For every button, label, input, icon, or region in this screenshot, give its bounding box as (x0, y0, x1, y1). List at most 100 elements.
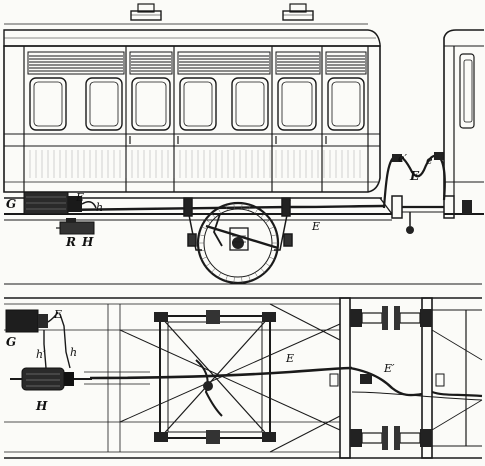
label-E-small-plan: E (53, 308, 62, 321)
label-G-side: G (6, 197, 16, 211)
label-h-prime-plan: h′ (36, 348, 46, 361)
label-E-small-side: E (75, 191, 84, 204)
label-h-side: h (96, 201, 103, 214)
wheel-rim-hatch (211, 268, 216, 273)
wheel-rim-hatch (225, 275, 228, 282)
window-frame (131, 77, 171, 131)
window-frame (85, 77, 123, 131)
window-glass (89, 81, 119, 127)
wheel-rim-hatch (241, 276, 243, 283)
buffer-housing (350, 429, 362, 447)
buffer-head (394, 306, 400, 330)
window-frame (231, 77, 269, 131)
label-e-side: e (426, 154, 433, 167)
wheel-rim-hatch (248, 204, 251, 211)
louvre-box (275, 51, 321, 75)
wheel-rim-hatch (211, 213, 216, 218)
carriage-roof (3, 23, 381, 47)
valve-group-RH (56, 218, 95, 235)
brake-pipe-E-plan (89, 366, 353, 380)
window-frame (277, 77, 317, 131)
wheel-rim-hatch (271, 234, 278, 237)
wheel-rim-hatch (241, 203, 243, 210)
label-R-side: R (65, 235, 76, 249)
window-frame (179, 77, 217, 131)
label-E-coupling-side: E (409, 169, 420, 183)
window-glass (331, 81, 361, 127)
cylinder-H (10, 367, 92, 391)
label-E-main-side: E (311, 220, 320, 233)
adjacent-frame-plan (431, 309, 483, 447)
wheel-rim-hatch (260, 213, 265, 218)
wheel-rim-hatch (248, 275, 251, 282)
reservoir-G-plan (5, 309, 71, 369)
louvre-panels (27, 51, 367, 75)
wheel-rim-hatch (198, 234, 205, 237)
window-glass (33, 81, 63, 127)
headstock-left (339, 297, 433, 459)
reservoir-G (23, 191, 97, 215)
wheel-rim-hatch (205, 262, 211, 267)
window-glass (135, 81, 167, 127)
wheel-rim-hatch (233, 276, 235, 283)
buffer-housing (350, 309, 362, 327)
wheel-rim-hatch (201, 256, 208, 260)
label-H-plan: H (35, 399, 48, 413)
label-e-prime-side: e′ (398, 152, 408, 165)
wheel-rim-hatch (217, 208, 222, 214)
louvre-box (129, 51, 173, 75)
label-H-side: H (81, 235, 94, 249)
label-E-main-plan: E (285, 352, 294, 365)
adjacent-carriage (443, 29, 484, 215)
window-frame (327, 77, 365, 131)
wheel-rim-hatch (260, 268, 265, 273)
wheel-rim-hatch (265, 219, 271, 224)
window-frame (29, 77, 67, 131)
wheel-rim-hatch (254, 208, 259, 214)
side-elevation: G E h R H E e′ E e (3, 3, 484, 285)
wheel-rim-hatch (198, 249, 205, 252)
buffer-head (382, 426, 388, 450)
buffers (350, 306, 432, 450)
wheel-rim-hatch (233, 203, 235, 210)
lower-panel-hatching (29, 150, 361, 178)
wheel-rim-hatch (265, 262, 271, 267)
buffer-housing (420, 309, 432, 327)
roof-vent-left (130, 3, 162, 21)
buffer-plunger (399, 432, 421, 444)
axle-guards (183, 197, 293, 251)
label-E-prime-plan: E′ (383, 362, 395, 375)
window-glass (281, 81, 313, 127)
coupling-hose (382, 152, 455, 234)
wheel-rim-hatch (225, 204, 228, 211)
wheel-rim-hatch (271, 249, 278, 252)
window-glass (235, 81, 265, 127)
buffer-head (394, 426, 400, 450)
coupling-pipe-E-prime (329, 366, 483, 401)
label-G-plan: G (6, 335, 16, 349)
buffer-plunger (361, 432, 383, 444)
buffer-housing (420, 429, 432, 447)
wheel-rim-hatch (268, 256, 275, 260)
wheel-rim-hatch (201, 226, 208, 230)
plan-view: G E h′ h H E E′ (4, 297, 483, 459)
buffer-plunger (361, 312, 383, 324)
door-handles (129, 136, 327, 144)
buffer-head (382, 306, 388, 330)
roof-vent-right (282, 3, 314, 21)
label-h-plan: h (70, 346, 77, 359)
wheel-hatching (198, 203, 278, 283)
carriage-body (3, 45, 381, 193)
louvre-box (325, 51, 367, 75)
wheel-rim-hatch (268, 226, 275, 230)
window-row (29, 77, 365, 131)
wheel-rim-hatch (217, 272, 222, 278)
wheel-rim-hatch (205, 219, 211, 224)
window-glass (183, 81, 213, 127)
buffer-plunger (399, 312, 421, 324)
wheel-rim-hatch (254, 272, 259, 278)
diagonal-bracing (119, 303, 341, 453)
louvre-box (27, 51, 125, 75)
